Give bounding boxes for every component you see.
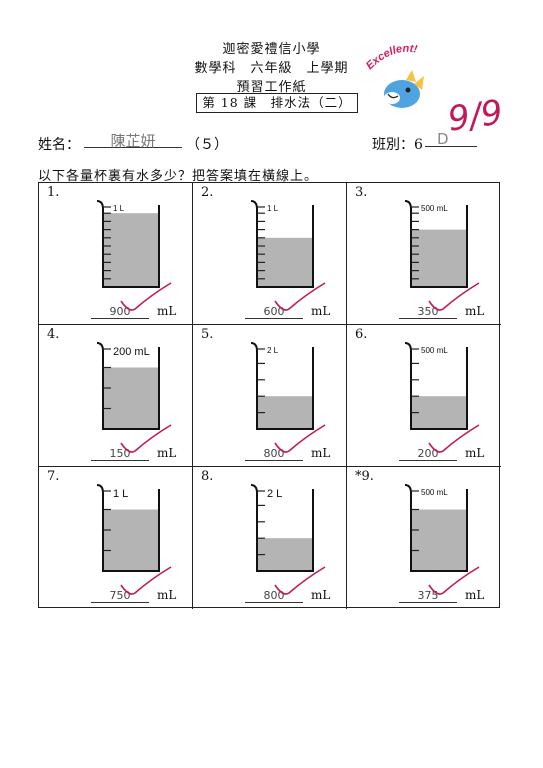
answer-field[interactable]: 900 [91, 305, 149, 319]
capacity-label: 500 mL [421, 346, 448, 355]
capacity-label: 2 L [267, 346, 279, 355]
capacity-label: 1 L [113, 488, 128, 500]
water-level [257, 538, 313, 571]
answer-field[interactable]: 750 [91, 589, 149, 603]
unit-label: mL [157, 588, 177, 602]
water-level [103, 213, 159, 287]
question-1: 1. 1 L 900 mL [39, 183, 193, 325]
instruction: 以下各量杯裏有水多少？把答案填在橫線上。 [38, 169, 319, 184]
svg-text:Excellent!: Excellent! [364, 43, 419, 72]
question-grid: 1. 1 L 900 mL 2. 1 L 600 mL 3. 500 mL 350 mL 4. 200 m… [38, 182, 501, 609]
class-value: D [425, 130, 477, 148]
question-number: 4. [47, 327, 60, 342]
question-9: *9. 500 mL 375 mL [347, 467, 501, 609]
school-name: 迦密愛禮信小學 [222, 42, 321, 57]
question-3: 3. 500 mL 350 mL [347, 183, 501, 325]
unit-label: mL [157, 446, 177, 460]
measuring-cup-icon: 500 mL [404, 484, 468, 572]
question-number: 2. [201, 185, 214, 200]
unit-label: mL [311, 304, 331, 318]
question-6: 6. 500 mL 200 mL [347, 325, 501, 467]
question-number: 6. [355, 327, 368, 342]
unit-label: mL [311, 446, 331, 460]
subject-line: 數學科 六年級 上學期 [194, 61, 349, 76]
unit-label: mL [465, 588, 485, 602]
measuring-cup-icon: 1 L [250, 200, 314, 288]
name-value: 陳芷妍 [84, 130, 182, 150]
capacity-label: 500 mL [421, 488, 448, 497]
dinosaur-sticker-icon: Excellent! [364, 43, 424, 108]
question-5: 5. 2 L 800 mL [193, 325, 347, 467]
measuring-cup-icon: 2 L [250, 484, 314, 572]
water-level [411, 509, 467, 571]
question-number: 7. [47, 469, 60, 484]
water-level [257, 396, 313, 429]
class-number: （５） [186, 137, 228, 153]
water-level [411, 396, 467, 429]
unit-label: mL [157, 304, 177, 318]
answer-field[interactable]: 800 [245, 589, 303, 603]
measuring-cup-icon: 1 L [96, 484, 160, 572]
answer-field[interactable]: 600 [245, 305, 303, 319]
answer-field[interactable]: 150 [91, 447, 149, 461]
sticker-text: Excellent! [364, 43, 419, 72]
water-level [103, 367, 159, 429]
question-number: 3. [355, 185, 368, 200]
question-number: 5. [201, 327, 214, 342]
capacity-label: 1 L [267, 204, 279, 213]
question-number: 1. [47, 185, 60, 200]
question-4: 4. 200 mL 150 mL [39, 325, 193, 467]
measuring-cup-icon: 500 mL [404, 342, 468, 430]
answer-field[interactable]: 350 [399, 305, 457, 319]
answer-field[interactable]: 200 [399, 447, 457, 461]
measuring-cup-icon: 2 L [250, 342, 314, 430]
class-label: 班別：6 [372, 137, 423, 153]
capacity-label: 200 mL [113, 346, 150, 358]
answer-field[interactable]: 375 [399, 589, 457, 603]
unit-label: mL [311, 588, 331, 602]
question-number: *9. [355, 469, 374, 484]
lesson-title: 第 18 課 排水法（二） [196, 93, 358, 113]
water-level [257, 237, 313, 287]
capacity-label: 500 mL [421, 204, 448, 213]
water-level [103, 509, 159, 571]
question-7: 7. 1 L 750 mL [39, 467, 193, 609]
answer-field[interactable]: 800 [245, 447, 303, 461]
question-8: 8. 2 L 800 mL [193, 467, 347, 609]
name-label: 姓名： [38, 137, 80, 153]
measuring-cup-icon: 1 L [96, 200, 160, 288]
question-number: 8. [201, 469, 214, 484]
measuring-cup-icon: 200 mL [96, 342, 160, 430]
unit-label: mL [465, 446, 485, 460]
capacity-label: 2 L [267, 488, 282, 500]
capacity-label: 1 L [113, 204, 125, 213]
water-level [411, 229, 467, 287]
measuring-cup-icon: 500 mL [404, 200, 468, 288]
worksheet-title: 預習工作紙 [236, 80, 307, 95]
question-2: 2. 1 L 600 mL [193, 183, 347, 325]
unit-label: mL [465, 304, 485, 318]
